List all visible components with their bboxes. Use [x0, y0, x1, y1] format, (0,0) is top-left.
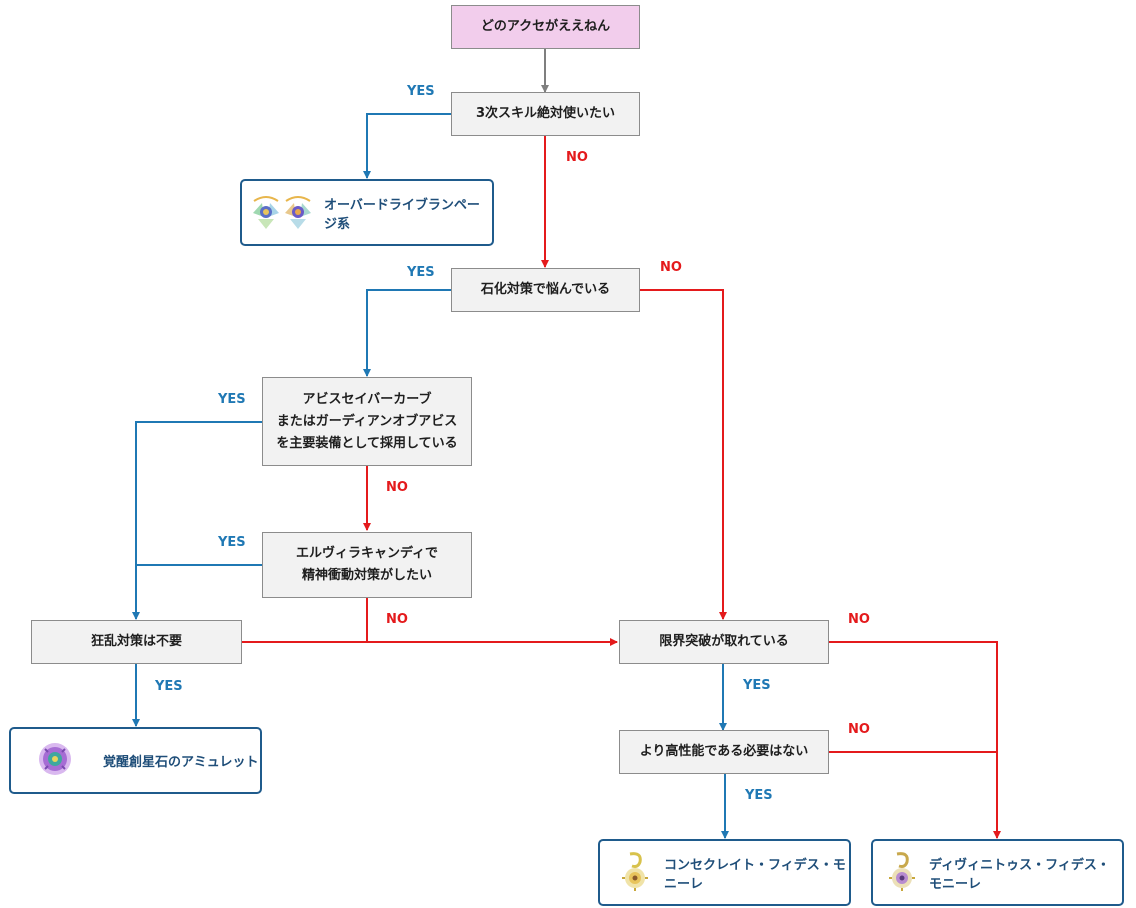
- question-skill-label: 3次スキル絶対使いたい: [475, 106, 616, 121]
- result-consecrate: コンセクレイト・フィデス・モニーレ: [598, 839, 851, 906]
- question-abyss-node: アビスセイバーカーブ またはガーディアンオブアビス を主要装備として採用している: [262, 377, 472, 466]
- overdrive-wing-accessory-icon: [282, 191, 314, 235]
- result-divinitous-label: ディヴィニトゥス・フィデス・モニーレ: [929, 857, 1110, 892]
- start-node: どのアクセがええねん: [451, 5, 640, 49]
- yes-label-elvira: YES: [218, 535, 246, 550]
- question-abyss-line-1: アビスセイバーカーブ: [302, 391, 432, 407]
- purple-gem-amulet-icon: [37, 739, 73, 783]
- question-abyss-line-3: を主要装備として採用している: [276, 435, 458, 451]
- question-stone-node: 石化対策で悩んでいる: [451, 268, 640, 312]
- result-amulet-icons: [37, 739, 73, 783]
- question-limit-node: 限界突破が取れている: [619, 620, 829, 664]
- no-label-high: NO: [848, 722, 870, 737]
- result-divinitous-icons: [887, 850, 917, 896]
- yes-label-stone: YES: [407, 265, 435, 280]
- question-high-label: より高性能である必要はない: [639, 744, 809, 759]
- no-label-stone: NO: [660, 260, 682, 275]
- yes-label-limit: YES: [743, 678, 771, 693]
- no-label-skill: NO: [566, 150, 588, 165]
- question-elvira-node: エルヴィラキャンディで 精神衝動対策がしたい: [262, 532, 472, 598]
- edge-skill-yes: [363, 113, 451, 179]
- question-elvira-line-1: エルヴィラキャンディで: [295, 546, 439, 561]
- result-consecrate-icons: [620, 850, 650, 896]
- edge-limit-no: [829, 641, 1001, 839]
- edge-elvira-yes: [132, 564, 262, 620]
- edge-abyss-yes: [135, 421, 262, 565]
- question-high-node: より高性能である必要はない: [619, 730, 829, 774]
- question-skill-node: 3次スキル絶対使いたい: [451, 92, 640, 136]
- result-overdrive-icons: [250, 191, 314, 235]
- question-confuse-label: 狂乱対策は不要: [90, 634, 182, 649]
- start-node-label: どのアクセがええねん: [480, 19, 611, 34]
- result-overdrive-label: オーバードライブランページ系: [324, 197, 480, 232]
- gold-pendant-icon: [887, 850, 917, 896]
- gold-pendant-icon: [620, 850, 650, 896]
- result-amulet-label: 覚醒創星石のアミュレット: [103, 755, 259, 770]
- result-overdrive: オーバードライブランページ系: [240, 179, 494, 246]
- result-divinitous: ディヴィニトゥス・フィデス・モニーレ: [871, 839, 1124, 906]
- question-abyss-line-2: またはガーディアンオブアビス: [276, 413, 458, 429]
- question-stone-label: 石化対策で悩んでいる: [480, 282, 611, 297]
- edge-stone-no: [640, 289, 727, 620]
- overdrive-wing-accessory-icon: [250, 191, 282, 235]
- result-amulet: 覚醒創星石のアミュレット: [9, 727, 262, 794]
- question-confuse-node: 狂乱対策は不要: [31, 620, 242, 664]
- yes-label-skill: YES: [407, 84, 435, 99]
- yes-label-high: YES: [745, 788, 773, 803]
- yes-label-abyss: YES: [218, 392, 246, 407]
- no-label-limit: NO: [848, 612, 870, 627]
- result-consecrate-label: コンセクレイト・フィデス・モニーレ: [664, 857, 846, 892]
- yes-label-confuse: YES: [155, 679, 183, 694]
- question-elvira-line-2: 精神衝動対策がしたい: [301, 568, 432, 583]
- no-label-elvira: NO: [386, 612, 408, 627]
- edge-stone-yes: [363, 289, 451, 377]
- question-limit-label: 限界突破が取れている: [659, 634, 789, 649]
- no-label-abyss: NO: [386, 480, 408, 495]
